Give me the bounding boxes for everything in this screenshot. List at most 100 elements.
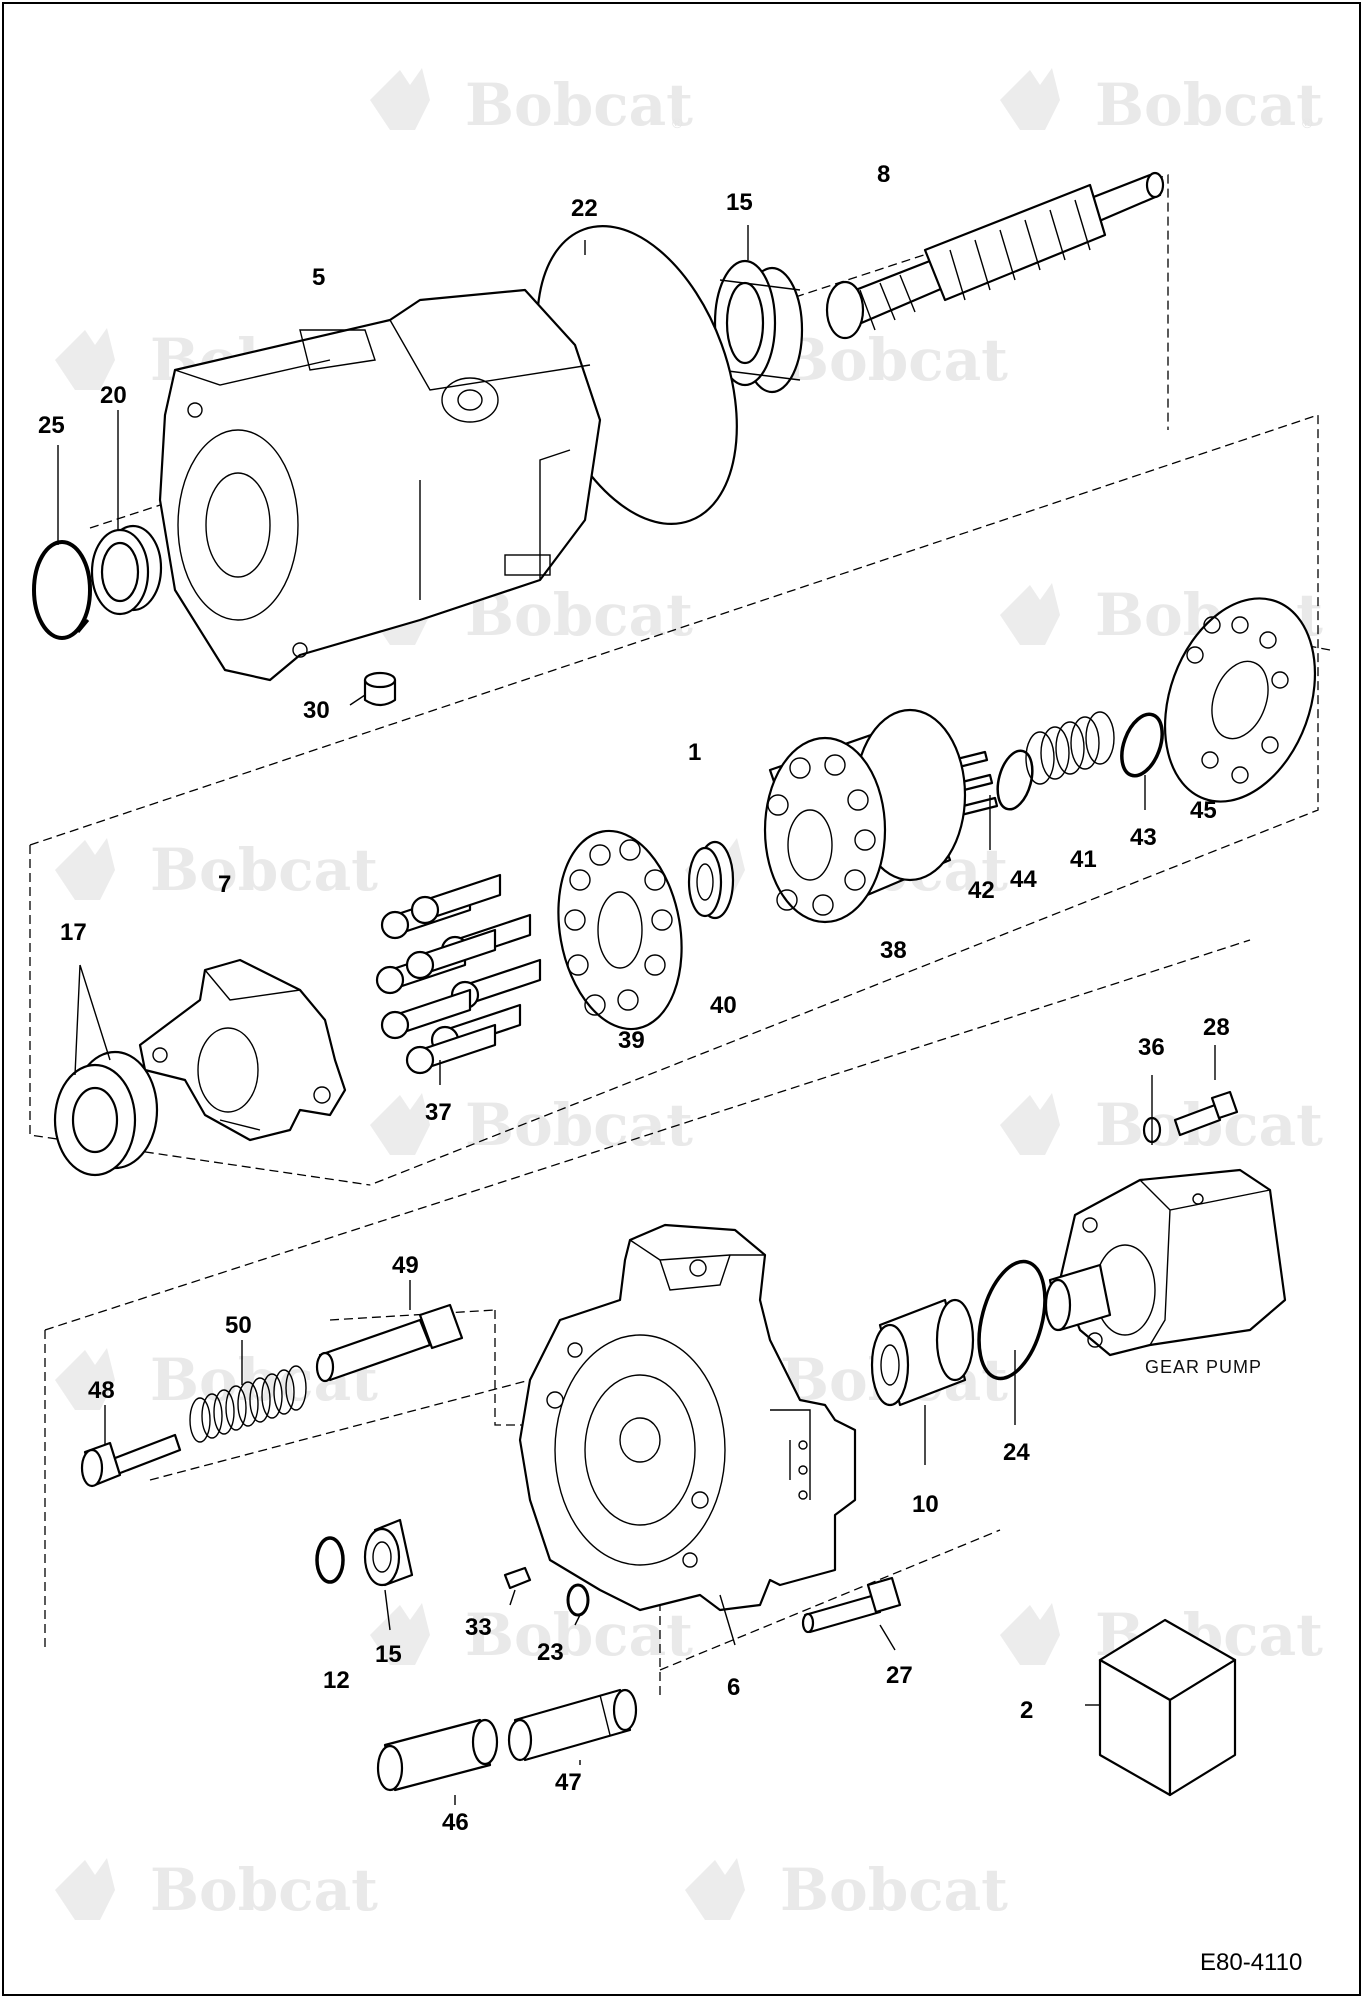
washer-44-part [996, 749, 1034, 811]
part-label-6: 6 [727, 1674, 740, 1701]
watermark-text: Bobcat [465, 1601, 693, 1669]
watermark-logo-icon [685, 1858, 745, 1920]
part-label-45: 45 [1190, 797, 1217, 824]
watermark-logo-icon [1000, 583, 1060, 645]
part-label-33: 33 [465, 1614, 492, 1641]
bearing-15-bottom-part [363, 1518, 414, 1587]
watermark-logo-icon [370, 68, 430, 130]
pin-47-part [507, 1688, 638, 1762]
part-label-7: 7 [218, 871, 231, 898]
spring-41-part [1025, 711, 1115, 785]
gear-pump-part [1044, 1168, 1287, 1357]
part-label-24: 24 [1003, 1439, 1030, 1466]
end-cover-6-part [518, 1223, 857, 1612]
part-label-48: 48 [88, 1377, 115, 1404]
watermark-text: Bobcat [465, 71, 693, 139]
part-label-49: 49 [392, 1252, 419, 1279]
gear-pump-caption: GEAR PUMP [1145, 1357, 1262, 1377]
watermark-logo-icon [1000, 1603, 1060, 1665]
part-label-15: 15 [726, 189, 753, 216]
part-label-12: 12 [323, 1667, 350, 1694]
watermark-logo-icon [370, 1603, 430, 1665]
cover-group-outline-top [44, 939, 1251, 1331]
coupling-10-part [870, 1298, 975, 1407]
part-label-36: 36 [1138, 1034, 1165, 1061]
watermark-logo-icon [55, 1348, 115, 1410]
watermark-logo-icon [55, 328, 115, 390]
part-label-42: 42 [968, 877, 995, 904]
spherical-bushing-40-part [687, 840, 735, 920]
pin-33-part [503, 1566, 532, 1590]
spring-50-part [189, 1365, 307, 1443]
leader-lines [57, 225, 1216, 1805]
watermark-text: Bobcat [780, 326, 1008, 394]
watermark-registered: ® [672, 115, 683, 131]
cylinder-block-38-part [763, 708, 967, 924]
watermark-registered: ® [1302, 115, 1313, 131]
retaining-ring-43-part [1120, 712, 1164, 778]
drawing-reference-code: E80-4110 [1200, 1949, 1302, 1976]
part-label-30: 30 [303, 697, 330, 724]
part-label-17: 17 [60, 919, 87, 946]
rotating-group-outline-left [29, 845, 371, 1186]
shaft-seal-20-part [90, 524, 163, 616]
plug-30-part [363, 671, 397, 707]
part-label-10: 10 [912, 1491, 939, 1518]
part-label-39: 39 [618, 1027, 645, 1054]
kit-box-2-part [1098, 1618, 1237, 1797]
watermark-logo-icon [1000, 1093, 1060, 1155]
rotating-group-outline [29, 414, 1319, 1186]
part-label-1: 1 [688, 739, 701, 766]
drive-shaft-part [825, 171, 1165, 340]
bolt-27-part [801, 1576, 902, 1634]
retainer-plate-39-part [557, 829, 683, 1031]
part-label-25: 25 [38, 412, 65, 439]
bearing-17-part [53, 1050, 159, 1177]
part-label-5: 5 [312, 264, 325, 291]
part-label-50: 50 [225, 1312, 252, 1339]
watermark-text: Bobcat [1095, 71, 1323, 139]
watermark-text: Bobcat [465, 1091, 693, 1159]
watermark-logo-icon [55, 838, 115, 900]
poppet-48-part [80, 1433, 182, 1488]
relief-valve-outline [494, 1310, 570, 1426]
plug-49-part [315, 1303, 464, 1383]
part-label-37: 37 [425, 1099, 452, 1126]
part-label-40: 40 [710, 992, 737, 1019]
snap-ring-25-part [32, 540, 92, 640]
relief-valve-outline-top [329, 1309, 496, 1321]
part-label-20: 20 [100, 382, 127, 409]
o-ring-24-part [977, 1259, 1047, 1381]
part-label-47: 47 [555, 1769, 582, 1796]
part-label-27: 27 [886, 1662, 913, 1689]
part-label-23: 23 [537, 1639, 564, 1666]
part-label-2: 2 [1020, 1697, 1033, 1724]
sleeve-46-part [376, 1718, 499, 1792]
part-label-43: 43 [1130, 824, 1157, 851]
pump-housing-part [158, 288, 602, 682]
watermark-logo-icon [55, 1858, 115, 1920]
part-label-22: 22 [571, 195, 598, 222]
part-label-8: 8 [877, 161, 890, 188]
watermark-text: Bobcat [150, 836, 378, 904]
part-label-38: 38 [880, 937, 907, 964]
valve-plate-45-part [1163, 597, 1317, 803]
part-label-15-bottom: 15 [375, 1641, 402, 1668]
watermark-text: Bobcat [780, 1856, 1008, 1924]
pistons-37-part [375, 873, 542, 1075]
axis-line [659, 1529, 1001, 1671]
watermark-text: Bobcat [150, 1856, 378, 1924]
part-label-44: 44 [1010, 866, 1037, 893]
swashplate-7-part [138, 958, 347, 1142]
watermark-logo-icon [370, 1093, 430, 1155]
ring-23-part [566, 1583, 590, 1617]
part-label-41: 41 [1070, 846, 1097, 873]
part-number-labels: 8 15 22 5 20 25 30 1 45 43 41 44 42 38 4… [38, 161, 1230, 1836]
part-label-46: 46 [442, 1809, 469, 1836]
watermark-logo-icon [1000, 68, 1060, 130]
snap-ring-12-part [315, 1536, 345, 1584]
bolt-28-part [1173, 1090, 1239, 1137]
part-label-28: 28 [1203, 1014, 1230, 1041]
bearing-top-part [713, 259, 804, 394]
